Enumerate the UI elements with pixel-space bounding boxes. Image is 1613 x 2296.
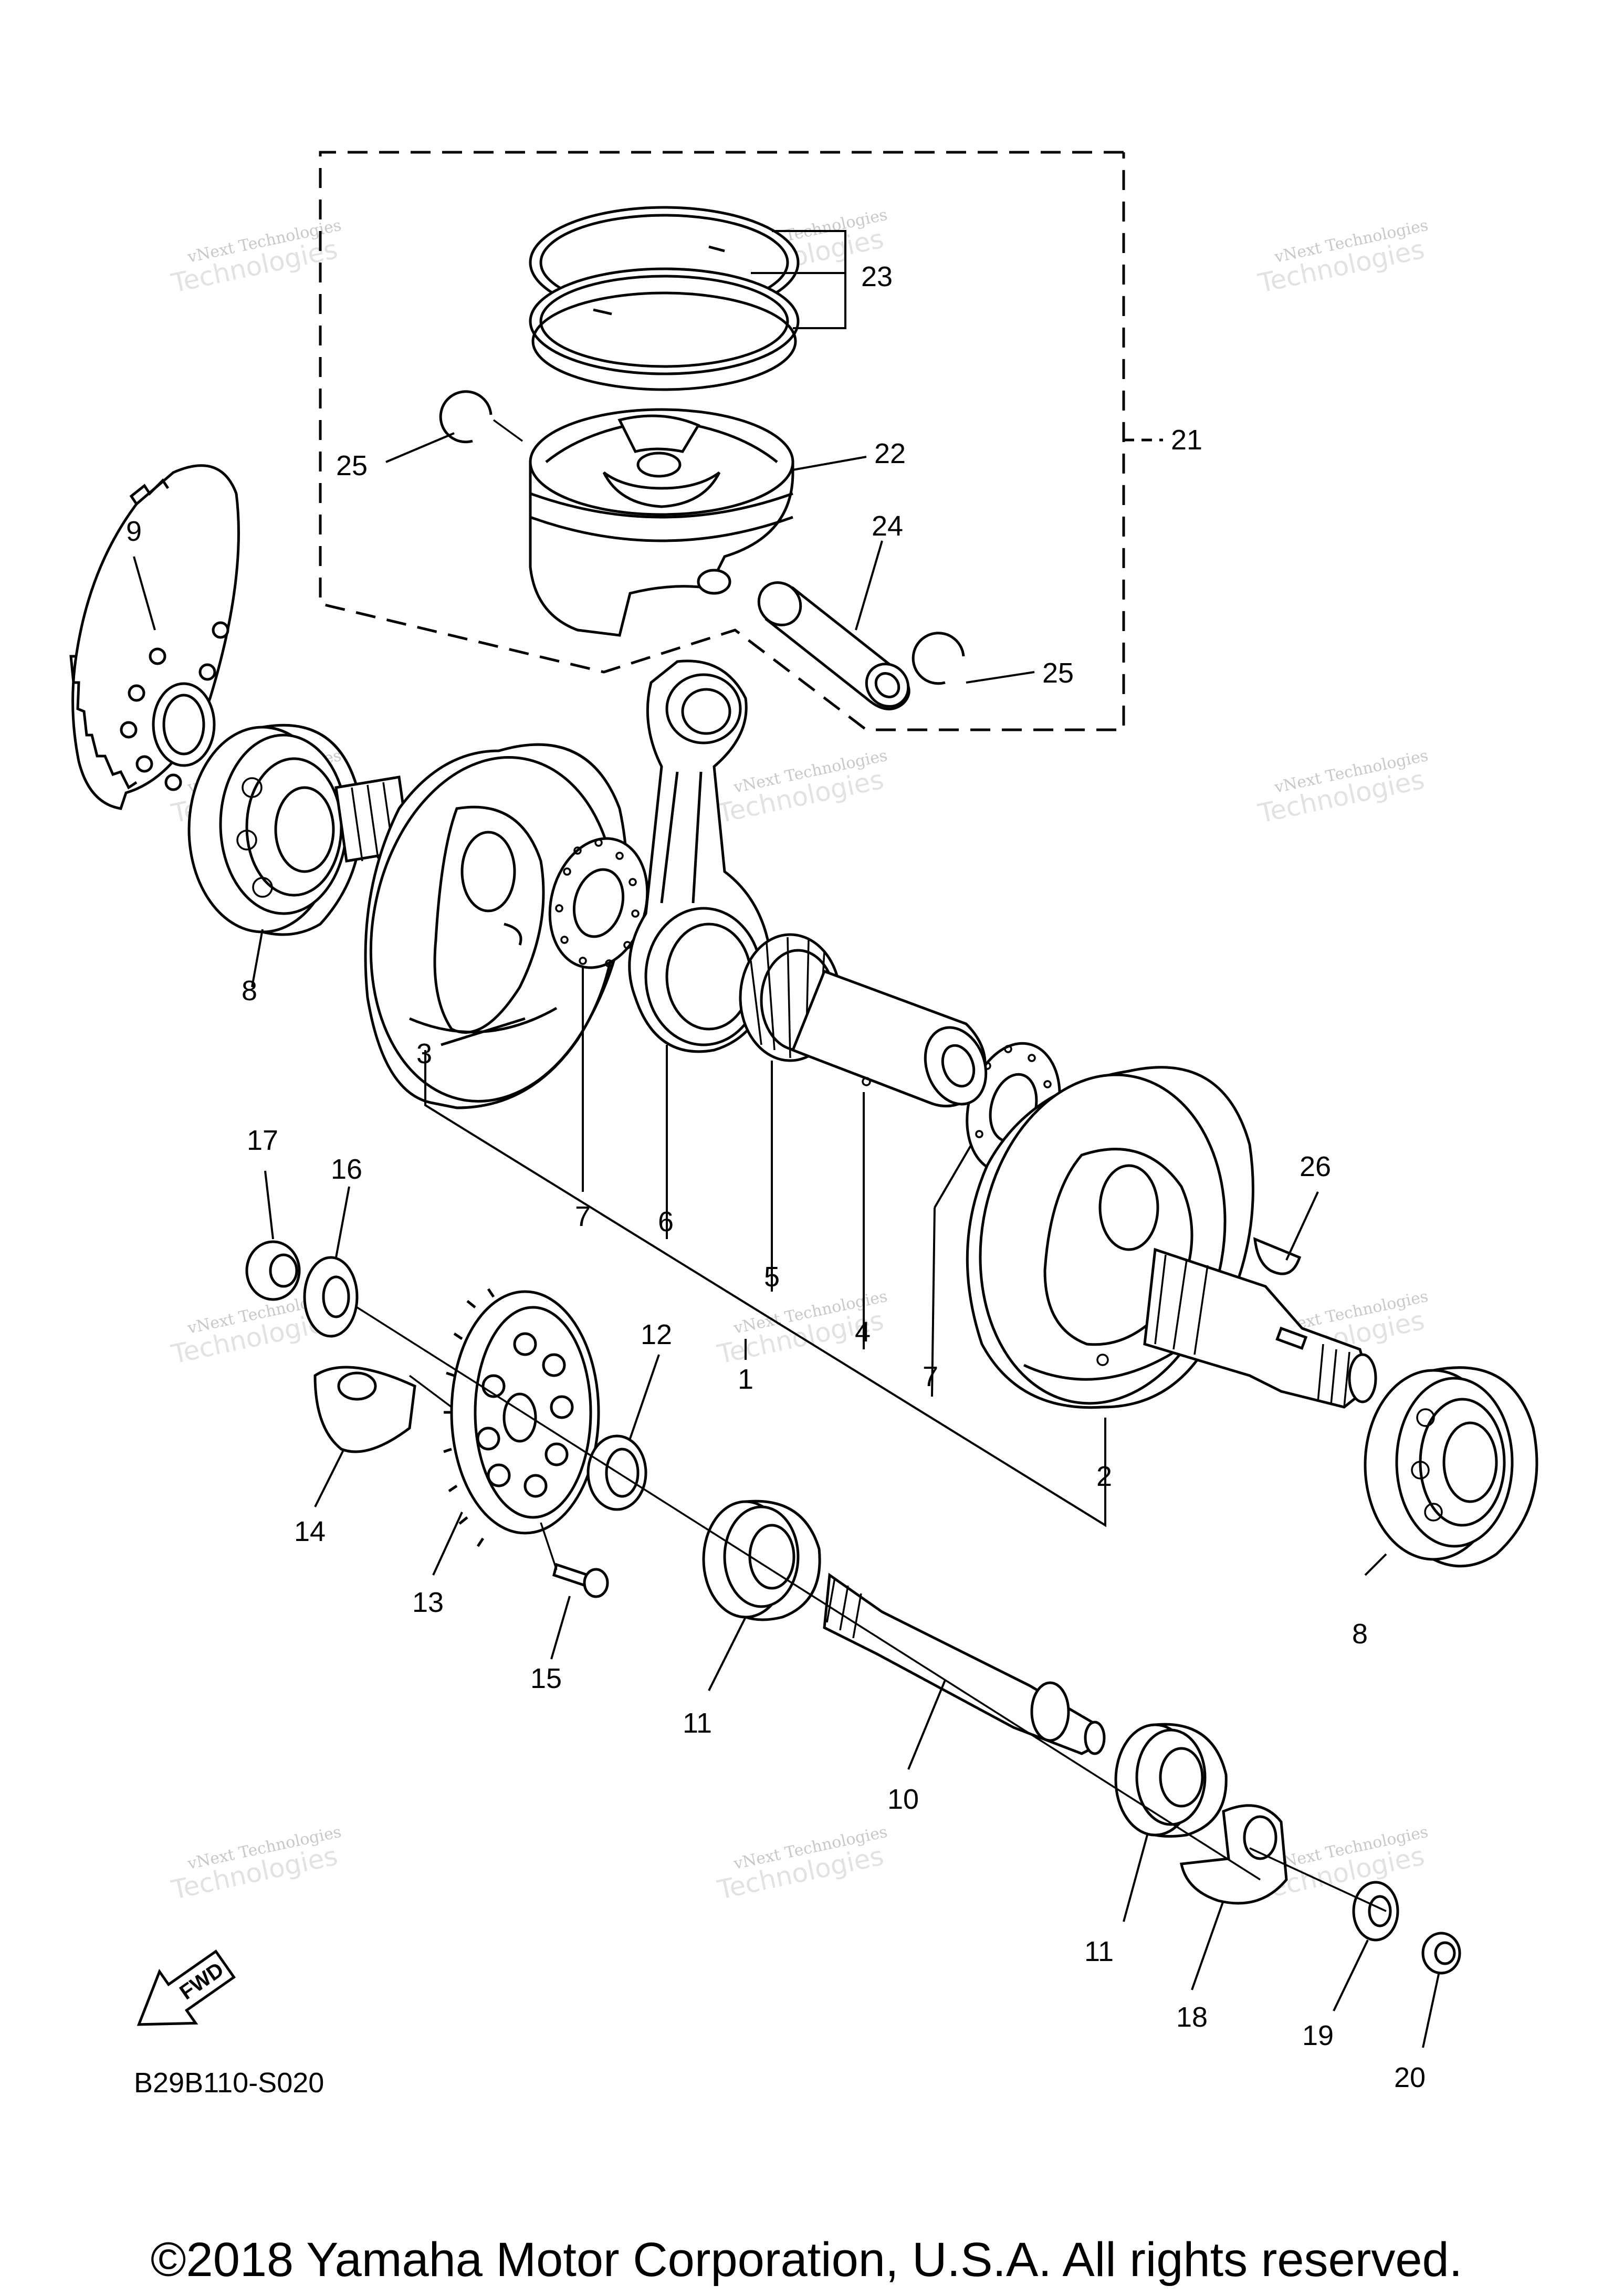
callout-7-right: 7 [923,1361,938,1392]
callout-7-left: 7 [575,1201,591,1232]
callout-25-right: 25 [1042,657,1074,689]
callout-26: 26 [1300,1151,1331,1182]
callout-23: 23 [861,261,893,292]
circlip-left [439,390,493,444]
callout-9: 9 [126,516,142,547]
watermark: Technologies vNext Technologies [715,1823,889,1906]
callout-15: 15 [530,1663,562,1694]
main-bearing-right [1364,1366,1538,1568]
callout-16: 16 [331,1154,362,1185]
balancer-drive-gear [443,1288,600,1547]
leader-lines [133,230,1440,2048]
piston-rings [529,206,800,391]
thrust-washer-left [548,837,649,969]
woodruff-key [1253,1237,1302,1275]
washer-19 [1352,1881,1399,1942]
watermark: Technologies vNext Technologies [1255,216,1430,299]
callout-13: 13 [412,1587,444,1618]
crank-gear-left [69,464,240,810]
callout-labels: 21 23 22 25 24 25 9 8 3 7 6 5 4 1 7 2 26… [126,261,1426,2093]
nut-20 [1421,1932,1461,1975]
nut-17 [245,1240,301,1301]
callout-4: 4 [855,1316,871,1348]
main-bearing-left [187,724,362,936]
callout-20: 20 [1394,2062,1426,2093]
balancer-bearing-upper [702,1500,821,1621]
circlip-right [912,632,965,685]
callout-24: 24 [872,510,903,542]
watermark: Technologies vNext Technologies [169,216,343,299]
callout-18: 18 [1176,2001,1208,2033]
diagram-code: B29B110-S020 [134,2067,324,2099]
crankshaft-right-end [1143,1247,1377,1409]
callout-19: 19 [1302,2020,1334,2051]
callout-11-lower: 11 [1084,1936,1114,1967]
callout-1: 1 [738,1364,753,1395]
callout-11-upper: 11 [683,1707,712,1739]
copyright-notice: ©2018 Yamaha Motor Corporation, U.S.A. A… [151,2233,1462,2287]
assembly-center-lines [357,419,1387,1912]
watermark: Technologies vNext Technologies [715,747,889,830]
callout-8-right: 8 [1352,1618,1368,1650]
balancer-weight-left [313,1366,416,1453]
callout-22: 22 [874,438,906,469]
callout-8-left: 8 [242,975,257,1007]
callout-25-left: 25 [336,450,368,481]
balancer-shaft [823,1572,1106,1755]
callout-21: 21 [1171,424,1202,456]
piston-pin [757,581,910,710]
watermark: Technologies vNext Technologies [1255,747,1430,830]
piston-kit-boundary [319,151,1163,731]
callout-17: 17 [247,1125,278,1156]
callout-3: 3 [416,1038,432,1070]
fwd-arrow: FWD [137,1949,236,2026]
balancer-bearing-lower [1114,1723,1228,1838]
callout-5: 5 [764,1261,780,1293]
crank-pin [791,969,988,1108]
balancer-weight-right [1180,1804,1288,1905]
washer-16 [303,1256,359,1338]
piston [529,408,794,637]
crank-web-left [364,743,629,1109]
callout-6: 6 [658,1206,674,1238]
callout-14: 14 [294,1516,326,1547]
callout-2: 2 [1096,1461,1112,1492]
callout-10: 10 [887,1784,919,1815]
watermark: Technologies vNext Technologies [169,1823,343,1906]
bolt-15 [552,1563,609,1598]
callout-12: 12 [641,1319,672,1350]
